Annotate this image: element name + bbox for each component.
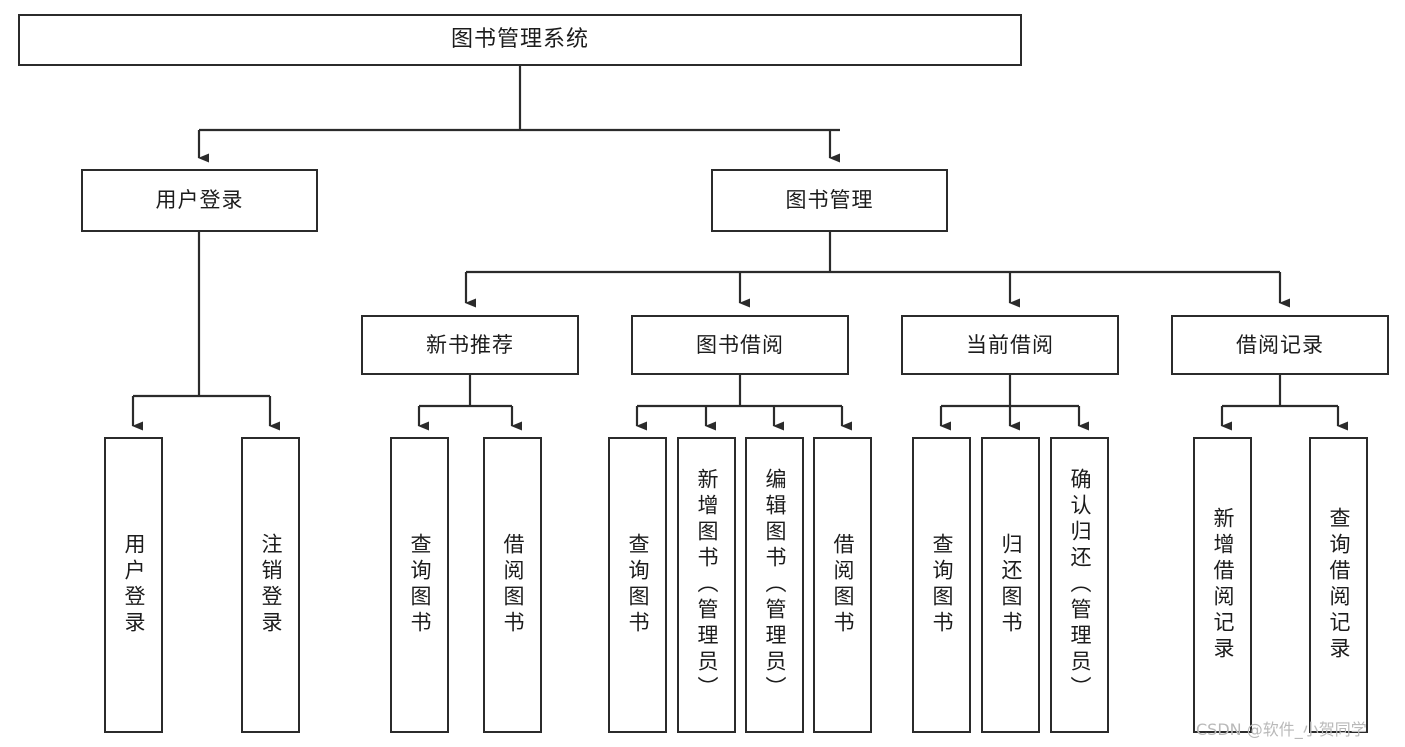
leaf-confirm-return-admin[interactable]: 确认归还（管理员） <box>1050 437 1109 733</box>
node-label: 查询图书 <box>930 533 954 637</box>
leaf-user-login[interactable]: 用户登录 <box>104 437 163 733</box>
node-user-login[interactable]: 用户登录 <box>81 169 318 232</box>
node-label: 编辑图书（管理员） <box>763 468 787 702</box>
node-label: 图书管理系统 <box>450 27 589 53</box>
node-label: 图书借阅 <box>696 332 784 357</box>
leaf-edit-book-admin[interactable]: 编辑图书（管理员） <box>745 437 804 733</box>
leaf-borrow-book-recommendation[interactable]: 借阅图书 <box>483 437 542 733</box>
node-label: 借阅图书 <box>501 533 525 637</box>
node-borrow-record[interactable]: 借阅记录 <box>1171 315 1389 375</box>
node-label: 归还图书 <box>999 533 1023 637</box>
node-label: 确认归还（管理员） <box>1068 468 1092 702</box>
node-label: 借阅图书 <box>831 533 855 637</box>
node-label: 当前借阅 <box>966 332 1054 357</box>
leaf-logout[interactable]: 注销登录 <box>241 437 300 733</box>
node-book-management[interactable]: 图书管理 <box>711 169 948 232</box>
leaf-query-book-current[interactable]: 查询图书 <box>912 437 971 733</box>
node-new-book-recommendation[interactable]: 新书推荐 <box>361 315 579 375</box>
leaf-add-book-admin[interactable]: 新增图书（管理员） <box>677 437 736 733</box>
node-label: 新增图书（管理员） <box>695 468 719 702</box>
leaf-query-book-recommendation[interactable]: 查询图书 <box>390 437 449 733</box>
node-label: 用户登录 <box>155 188 244 213</box>
node-label: 查询图书 <box>408 533 432 637</box>
leaf-query-book-borrow[interactable]: 查询图书 <box>608 437 667 733</box>
leaf-add-borrow-record[interactable]: 新增借阅记录 <box>1193 437 1252 733</box>
leaf-borrow-book-borrow[interactable]: 借阅图书 <box>813 437 872 733</box>
leaf-query-borrow-record[interactable]: 查询借阅记录 <box>1309 437 1368 733</box>
node-label: 查询图书 <box>626 533 650 637</box>
node-book-borrow[interactable]: 图书借阅 <box>631 315 849 375</box>
node-root-book-management-system[interactable]: 图书管理系统 <box>18 14 1022 66</box>
node-label: 新书推荐 <box>426 332 514 357</box>
node-current-borrow[interactable]: 当前借阅 <box>901 315 1119 375</box>
node-label: 注销登录 <box>259 533 283 637</box>
node-label: 借阅记录 <box>1236 332 1324 357</box>
node-label: 查询借阅记录 <box>1327 507 1351 663</box>
node-label: 用户登录 <box>122 533 146 637</box>
leaf-return-book[interactable]: 归还图书 <box>981 437 1040 733</box>
node-label: 图书管理 <box>785 188 874 213</box>
node-label: 新增借阅记录 <box>1211 507 1235 663</box>
